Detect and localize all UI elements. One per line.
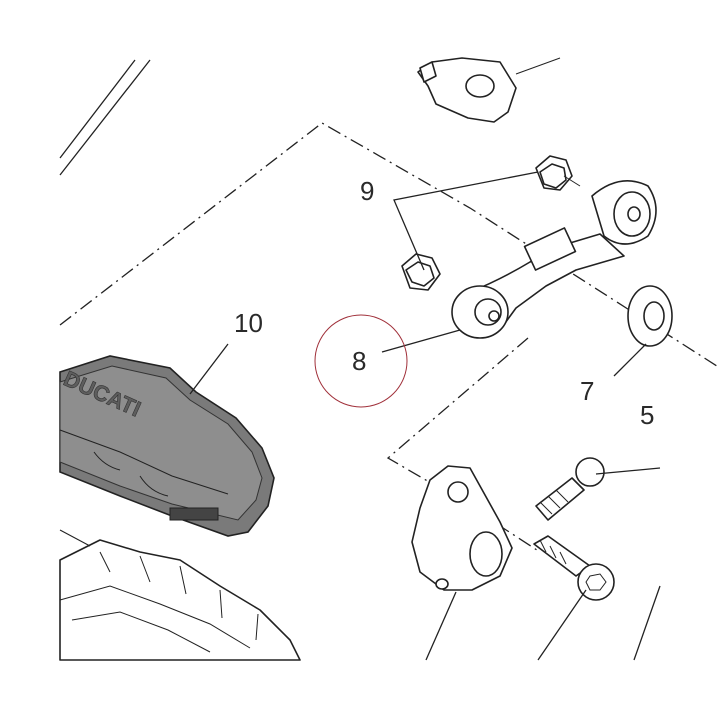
callout-highlight-ring (314, 314, 408, 408)
callout-10: 10 (234, 308, 263, 338)
washer (627, 285, 673, 347)
nut-lower (401, 253, 441, 291)
callout-5: 5 (640, 400, 654, 430)
top-clamp-bracket (417, 57, 561, 123)
screw-lower (533, 535, 615, 601)
footpeg-cover: DUCATI (59, 355, 275, 537)
frame-lines (59, 59, 151, 176)
leader-lines (189, 171, 661, 661)
callout-9: 9 (360, 176, 374, 206)
linkage-rod (451, 180, 657, 339)
footpeg-sole (59, 529, 301, 661)
nut-upper (535, 155, 581, 191)
screw-upper (535, 457, 605, 521)
callout-7: 7 (580, 376, 594, 406)
lower-bracket (411, 465, 513, 591)
callout-8: 8 (352, 346, 366, 376)
